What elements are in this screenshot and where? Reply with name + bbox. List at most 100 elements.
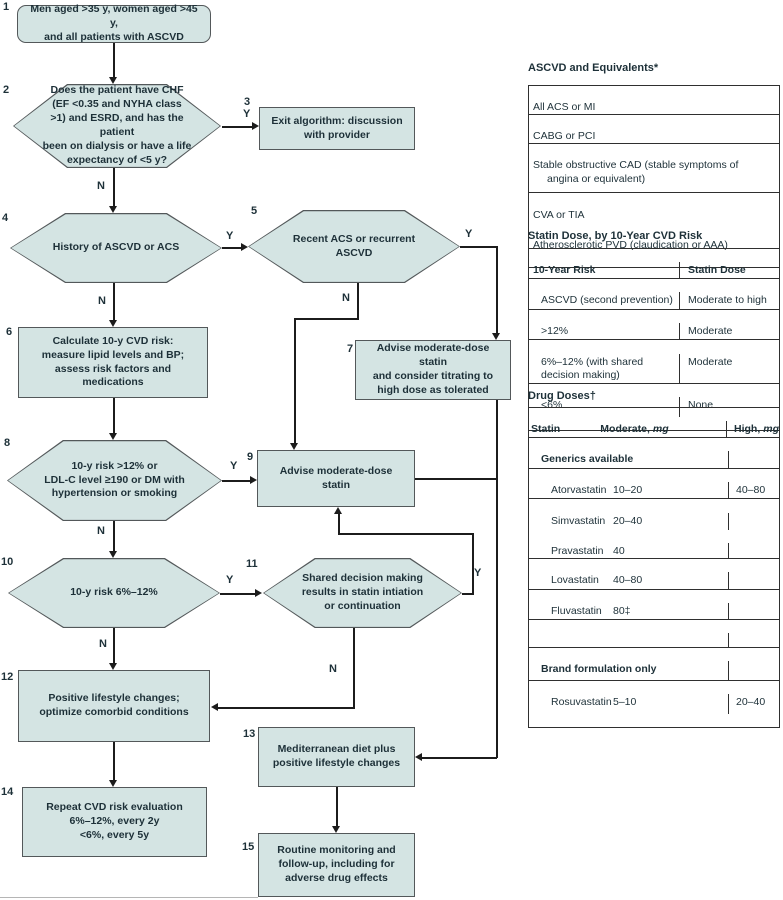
- table-cell: [728, 512, 779, 530]
- connector: [338, 514, 340, 533]
- node-lifestyle-changes: Positive lifestyle changes; optimize com…: [18, 670, 210, 742]
- no-label: N: [342, 292, 350, 304]
- table-row: Lovastatin 40–80: [529, 571, 779, 590]
- node-number-7: 7: [347, 343, 354, 355]
- table-cell: 40: [613, 544, 625, 557]
- table-cell: 10–20: [613, 484, 643, 497]
- node-number-11: 11: [246, 558, 258, 570]
- node-number-5: 5: [251, 205, 258, 217]
- node-mediterranean-diet: Mediterranean diet plus positive lifesty…: [258, 727, 415, 787]
- header-text: Moderate,: [600, 423, 650, 436]
- column-header: Statin Dose: [679, 262, 779, 279]
- node-text: 10-y risk 6%–12%: [70, 586, 158, 599]
- arrowhead-left: [211, 703, 218, 712]
- node-risk-6-12: 10-y risk 6%–12%: [8, 558, 220, 628]
- table-row: Atherosclerotic PVD (claudication or AAA…: [529, 237, 779, 254]
- connector: [338, 533, 474, 535]
- table-row: Rosuvastatin 5–10 20–40: [529, 694, 779, 715]
- arrowhead-down: [109, 663, 118, 670]
- node-chf-esrd-question: Does the patient have CHF (EF <0.35 and …: [13, 84, 221, 168]
- table-row: Fluvastatin 80‡: [529, 602, 779, 620]
- table-row: CABG or PCI: [529, 128, 779, 145]
- arrowhead-right: [250, 476, 257, 485]
- table-cell: 6%–12% (with shared decision making): [541, 355, 644, 381]
- column-header: High,mg: [726, 421, 779, 438]
- table-row: All ACS or MI: [529, 99, 779, 116]
- node-history-ascvd: History of ASCVD or ACS: [10, 213, 222, 283]
- arrowhead-down: [492, 333, 501, 340]
- ascvd-table-title: ASCVD and Equivalents*: [528, 62, 659, 74]
- table-cell: Atherosclerotic PVD (claudication or AAA…: [533, 238, 728, 251]
- table-cell: [728, 661, 779, 681]
- node-recent-acs: Recent ACS or recurrent ASCVD: [248, 210, 460, 283]
- table-cell: Simvastatin: [551, 514, 606, 527]
- node-text: Recent ACS or recurrent ASCVD: [292, 232, 416, 259]
- table-cell: [728, 602, 779, 619]
- node-number-10: 10: [1, 556, 14, 568]
- connector: [415, 478, 497, 480]
- yes-label: Y: [226, 574, 234, 586]
- arrowhead-down: [109, 551, 118, 558]
- connector: [353, 628, 355, 709]
- arrowhead-up: [334, 507, 343, 514]
- connector: [218, 707, 355, 709]
- no-label: N: [99, 638, 107, 650]
- table-cell: All ACS or MI: [533, 101, 596, 114]
- node-number-8: 8: [4, 437, 11, 449]
- table-spacer-row: [529, 633, 779, 648]
- header-text: High,: [734, 423, 761, 436]
- table-cell: Rosuvastatin: [551, 696, 612, 709]
- node-advise-moderate-statin: Advise moderate-dose statin: [257, 450, 415, 507]
- table-row: >12% Moderate: [529, 323, 779, 341]
- unit-label: mg: [652, 423, 669, 436]
- node-number-15: 15: [242, 841, 255, 853]
- node-routine-monitoring: Routine monitoring and follow-up, includ…: [258, 833, 415, 897]
- arrowhead-down: [109, 320, 118, 327]
- section-label: Brand formulation only: [541, 663, 657, 676]
- column-header: 10-Year Risk: [533, 264, 596, 277]
- table-row: Atorvastatin 10–20 40–80: [529, 482, 779, 500]
- table-cell: Stable obstructive CAD (stable symptoms …: [533, 159, 739, 185]
- connector: [462, 593, 474, 595]
- table-cell: CVA or TIA: [533, 208, 585, 221]
- table-cell: 20–40: [728, 694, 779, 715]
- table-row: Stable obstructive CAD (stable symptoms …: [529, 157, 779, 194]
- node-text: History of ASCVD or ACS: [52, 241, 180, 254]
- table-cell: [529, 633, 601, 647]
- arrowhead-down: [109, 77, 118, 84]
- statin-dose-table: 10-Year Risk Statin Dose ASCVD (second p…: [528, 248, 780, 431]
- table-cell: 5–10: [613, 696, 637, 709]
- node-text: Shared decision making results in statin…: [301, 572, 424, 612]
- table-cell: 40–80: [613, 573, 643, 586]
- table-row: CVA or TIA: [529, 207, 779, 224]
- yes-label: Y: [230, 460, 238, 472]
- table-row: Pravastatin 40: [529, 542, 779, 559]
- table-cell: Moderate to high: [679, 292, 779, 310]
- yes-label: Y: [474, 567, 482, 579]
- table-cell: 80‡: [613, 604, 631, 617]
- table-header-row: Statin Moderate,mg High,mg: [529, 421, 779, 439]
- node-risk-gt12: 10-y risk >12% or LDL-C level ≥190 or DM…: [7, 440, 222, 521]
- connector: [113, 168, 115, 206]
- table-cell: CABG or PCI: [533, 130, 596, 143]
- table-row: 6%–12% (with shared decision making) Mod…: [529, 353, 779, 384]
- yes-label: Y: [243, 108, 251, 120]
- node-number-2: 2: [3, 84, 10, 96]
- table-cell: Pravastatin: [551, 544, 604, 557]
- table-section-row: Generics available: [529, 451, 779, 470]
- table-cell: Lovastatin: [551, 573, 599, 586]
- node-text: Does the patient have CHF (EF <0.35 and …: [42, 84, 192, 166]
- connector: [113, 742, 115, 780]
- table-cell: [601, 661, 728, 680]
- section-label: Generics available: [541, 453, 634, 466]
- connector: [222, 480, 250, 482]
- ascvd-table: All ACS or MI CABG or PCI Stable obstruc…: [528, 85, 780, 268]
- connector: [357, 283, 359, 319]
- connector: [294, 318, 296, 443]
- connector: [222, 247, 241, 249]
- no-label: N: [329, 663, 337, 675]
- arrowhead-left: [415, 753, 422, 762]
- table-cell: [728, 633, 779, 647]
- table-cell: 20–40: [613, 514, 643, 527]
